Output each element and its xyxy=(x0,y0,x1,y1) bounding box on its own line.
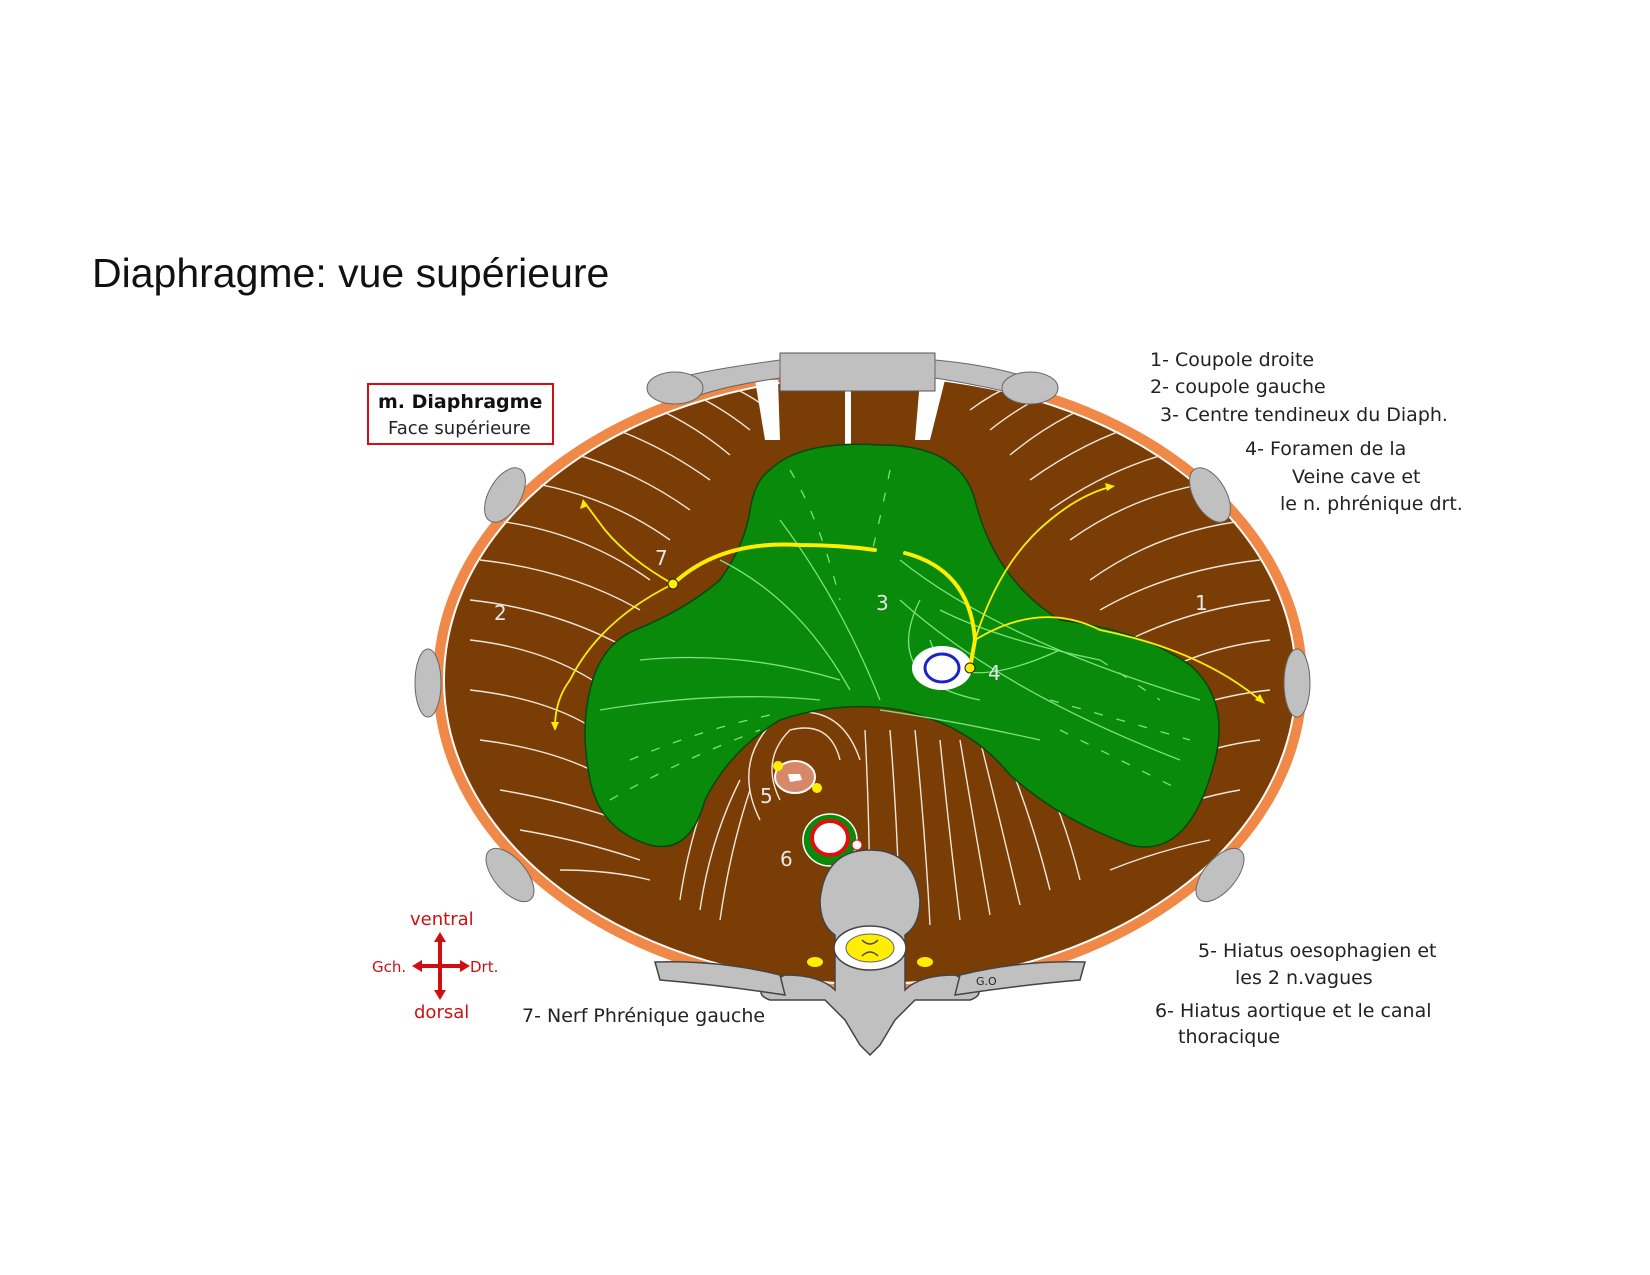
sternum xyxy=(779,352,936,392)
label-number-7: 7 xyxy=(655,546,668,570)
phrenic-nerves xyxy=(554,486,1261,728)
legend-item-1: 1- Coupole droite xyxy=(1150,349,1314,371)
tendon-fibre-dashes xyxy=(609,469,1191,801)
legend-item-7: 7- Nerf Phrénique gauche xyxy=(522,1005,765,1027)
tendon-fibres xyxy=(599,519,1201,761)
central-tendon xyxy=(584,443,1220,848)
title-box: m. Diaphragme Face supérieure xyxy=(367,383,554,445)
nerve-points xyxy=(667,578,976,674)
costal-cartilages xyxy=(414,359,1311,903)
aortic-hiatus xyxy=(802,813,863,867)
slide-title: Diaphragme: vue supérieure xyxy=(92,250,610,296)
title-box-subheading: Face supérieure xyxy=(388,418,531,439)
label-number-3: 3 xyxy=(876,591,889,615)
label-number-5: 5 xyxy=(760,784,773,808)
oesophageal-hiatus xyxy=(773,760,822,794)
orientation-dorsal: dorsal xyxy=(414,1002,469,1023)
legend-item-4-line2: Veine cave et xyxy=(1292,466,1420,488)
title-box-heading: m. Diaphragme xyxy=(378,391,542,413)
legend-item-4-line3: le n. phrénique drt. xyxy=(1280,493,1463,515)
nerve-arrowheads xyxy=(551,483,1265,731)
legend: 1- Coupole droite 2- coupole gauche 3- C… xyxy=(522,349,1463,1048)
legend-item-6-line2: thoracique xyxy=(1178,1026,1280,1048)
spinal-canal xyxy=(807,925,933,971)
label-number-2: 2 xyxy=(494,601,507,625)
legend-item-2: 2- coupole gauche xyxy=(1150,376,1326,398)
label-number-6: 6 xyxy=(780,847,793,871)
orientation-left: Gch. xyxy=(372,958,406,976)
legend-item-3: 3- Centre tendineux du Diaph. xyxy=(1160,404,1448,426)
legend-item-4-line1: 4- Foramen de la xyxy=(1245,438,1406,460)
orientation-right: Drt. xyxy=(470,958,498,976)
label-number-4: 4 xyxy=(988,661,1001,685)
orientation-ventral: ventral xyxy=(410,909,474,930)
legend-item-5-line1: 5- Hiatus oesophagien et xyxy=(1198,940,1436,962)
legend-item-5-line2: les 2 n.vagues xyxy=(1235,967,1373,989)
orientation-cross: ventral dorsal Gch. Drt. xyxy=(372,909,498,1023)
legend-item-6-line1: 6- Hiatus aortique et le canal xyxy=(1155,1000,1432,1022)
go-label: G.O xyxy=(976,975,997,988)
label-number-1: 1 xyxy=(1195,591,1208,615)
vena-cava-foramen xyxy=(912,646,972,690)
